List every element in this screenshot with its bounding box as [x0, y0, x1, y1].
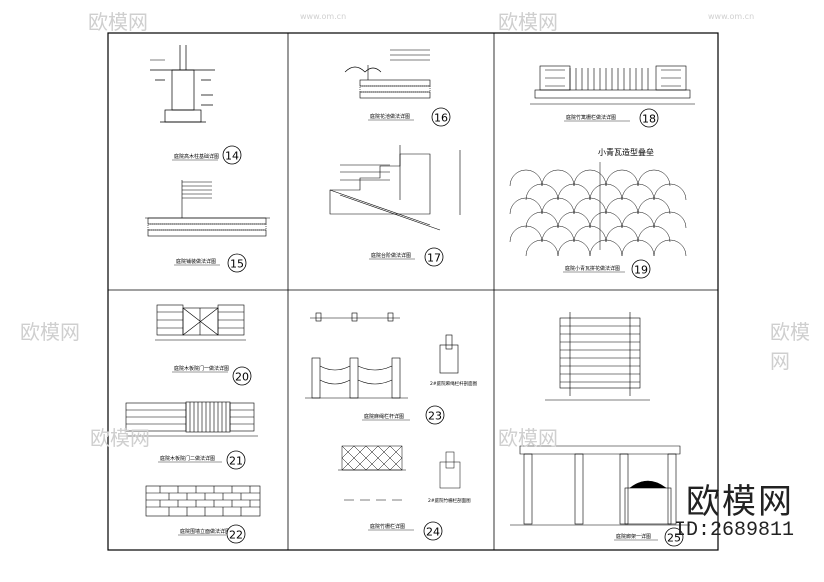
panel-21-caption: 庭院木板院门二做法详图	[160, 455, 215, 462]
panel-24-sub-caption: 2#庭院竹栅栏剖面图	[428, 497, 471, 504]
panel-25-number-circle	[664, 527, 684, 547]
panel-22-caption: 庭院围墙立面做法详图	[180, 528, 230, 535]
panel-15-drawing	[145, 180, 270, 237]
tile-scale	[653, 239, 687, 257]
tile-scale	[541, 225, 575, 243]
panel-19-number: 19	[634, 264, 648, 277]
tile-scale	[605, 225, 639, 243]
panel-23-number: 23	[428, 410, 442, 423]
panel-25-caption: 庭院廊架一详图	[616, 533, 651, 540]
tile-scale	[525, 239, 559, 257]
tile-scale	[621, 183, 655, 201]
panel-21-number: 21	[229, 455, 243, 468]
panel-16-caption: 庭院花池做法详图	[370, 113, 410, 120]
panel-20-caption: 庭院木板院门一做法详图	[174, 365, 229, 372]
tile-scale	[557, 239, 591, 257]
sheet-border	[107, 32, 719, 551]
watermark-url: www.om.cn	[708, 12, 755, 21]
tile-scale	[637, 225, 671, 243]
tile-scale	[509, 197, 543, 215]
panel-17-number: 17	[427, 252, 441, 265]
panel-23-drawing	[305, 312, 459, 399]
watermark-url: www.om.cn	[300, 12, 347, 21]
panel-22-number: 22	[229, 529, 243, 542]
panel-25-number: 25	[667, 532, 681, 545]
panel-14-number-circle	[222, 145, 242, 165]
panel-24-number-circle	[423, 521, 443, 541]
panel-15-number: 15	[230, 258, 244, 271]
tile-scale	[509, 225, 543, 243]
panel-18-number-circle	[639, 108, 659, 128]
watermark-tile: 欧模网	[498, 10, 558, 34]
tile-scale	[637, 197, 671, 215]
panel-20-number: 20	[235, 371, 249, 384]
tile-scale	[589, 239, 623, 257]
panel-21-number-circle	[226, 450, 246, 470]
panel-17-number-circle	[424, 247, 444, 267]
panel-23-number-circle	[425, 405, 445, 425]
tile-scale	[557, 211, 591, 229]
panel-15-number-circle	[227, 253, 247, 273]
tile-scale	[653, 183, 687, 201]
tile-scale	[541, 169, 575, 187]
tile-scale	[525, 183, 559, 201]
tile-scale	[637, 169, 671, 187]
tile-scale	[573, 169, 607, 187]
panel-24-drawing	[338, 445, 461, 501]
watermark-tile: 欧模网	[20, 320, 80, 344]
watermark-tile: 欧模网	[90, 426, 150, 450]
panel-24-caption: 庭院竹栅栏详图	[370, 523, 405, 530]
tile-scale	[573, 197, 607, 215]
panel-20-number-circle	[232, 366, 252, 386]
panel-17-drawing	[329, 145, 461, 231]
panel-22-drawing	[145, 485, 261, 517]
tile-scale	[605, 197, 639, 215]
tile-scale	[621, 211, 655, 229]
tile-scale	[557, 183, 591, 201]
panel-19-caption: 庭院小青瓦拼花做法详图	[565, 265, 620, 272]
panel-19-title: 小青瓦造型叠垒	[598, 147, 654, 157]
panel-18-caption: 庭院竹篱栅栏做法详图	[566, 114, 616, 121]
panel-14-caption: 庭院高木柱基础详图	[174, 153, 219, 160]
panel-14-drawing	[150, 45, 215, 123]
tile-scale	[525, 211, 559, 229]
panel-24-number: 24	[426, 526, 440, 539]
watermark-tile: 欧模网	[770, 320, 810, 373]
watermark-tile: 欧模网	[88, 10, 148, 34]
panel-19-number-circle	[631, 259, 651, 279]
tile-scale	[509, 169, 543, 187]
panel-22-number-circle	[226, 524, 246, 544]
tile-scale	[589, 211, 623, 229]
panel-16-drawing	[344, 49, 431, 99]
tile-scale	[541, 197, 575, 215]
panel-23-caption: 庭院麻绳栏杆详图	[364, 413, 404, 420]
panel-20-drawing	[155, 304, 246, 341]
panel-14-number: 14	[225, 150, 239, 163]
brand-watermark: 欧模网 ID:2689811	[674, 474, 794, 542]
panel-21-drawing	[120, 401, 258, 437]
panel-16-number: 16	[434, 112, 448, 125]
panel-18-number: 18	[642, 113, 656, 126]
panel-15-caption: 庭院铺装做法详图	[176, 258, 216, 265]
tile-scale	[653, 211, 687, 229]
panel-18-drawing	[530, 65, 695, 105]
watermark-tile: 欧模网	[498, 426, 558, 450]
brand-name: 欧模网	[686, 482, 794, 522]
panel-16-number-circle	[431, 107, 451, 127]
panel-17-caption: 庭院台阶做法详图	[371, 252, 411, 259]
tile-scale	[621, 239, 655, 257]
tile-scale	[605, 169, 639, 187]
model-id: ID:2689811	[673, 519, 794, 542]
tile-scale	[589, 183, 623, 201]
tile-scale	[573, 225, 607, 243]
panel-19-scale-pattern	[509, 169, 687, 257]
panel-23-sub-caption: 2#庭院麻绳栏杆剖面图	[430, 380, 478, 387]
panel-25-drawing	[510, 312, 690, 526]
